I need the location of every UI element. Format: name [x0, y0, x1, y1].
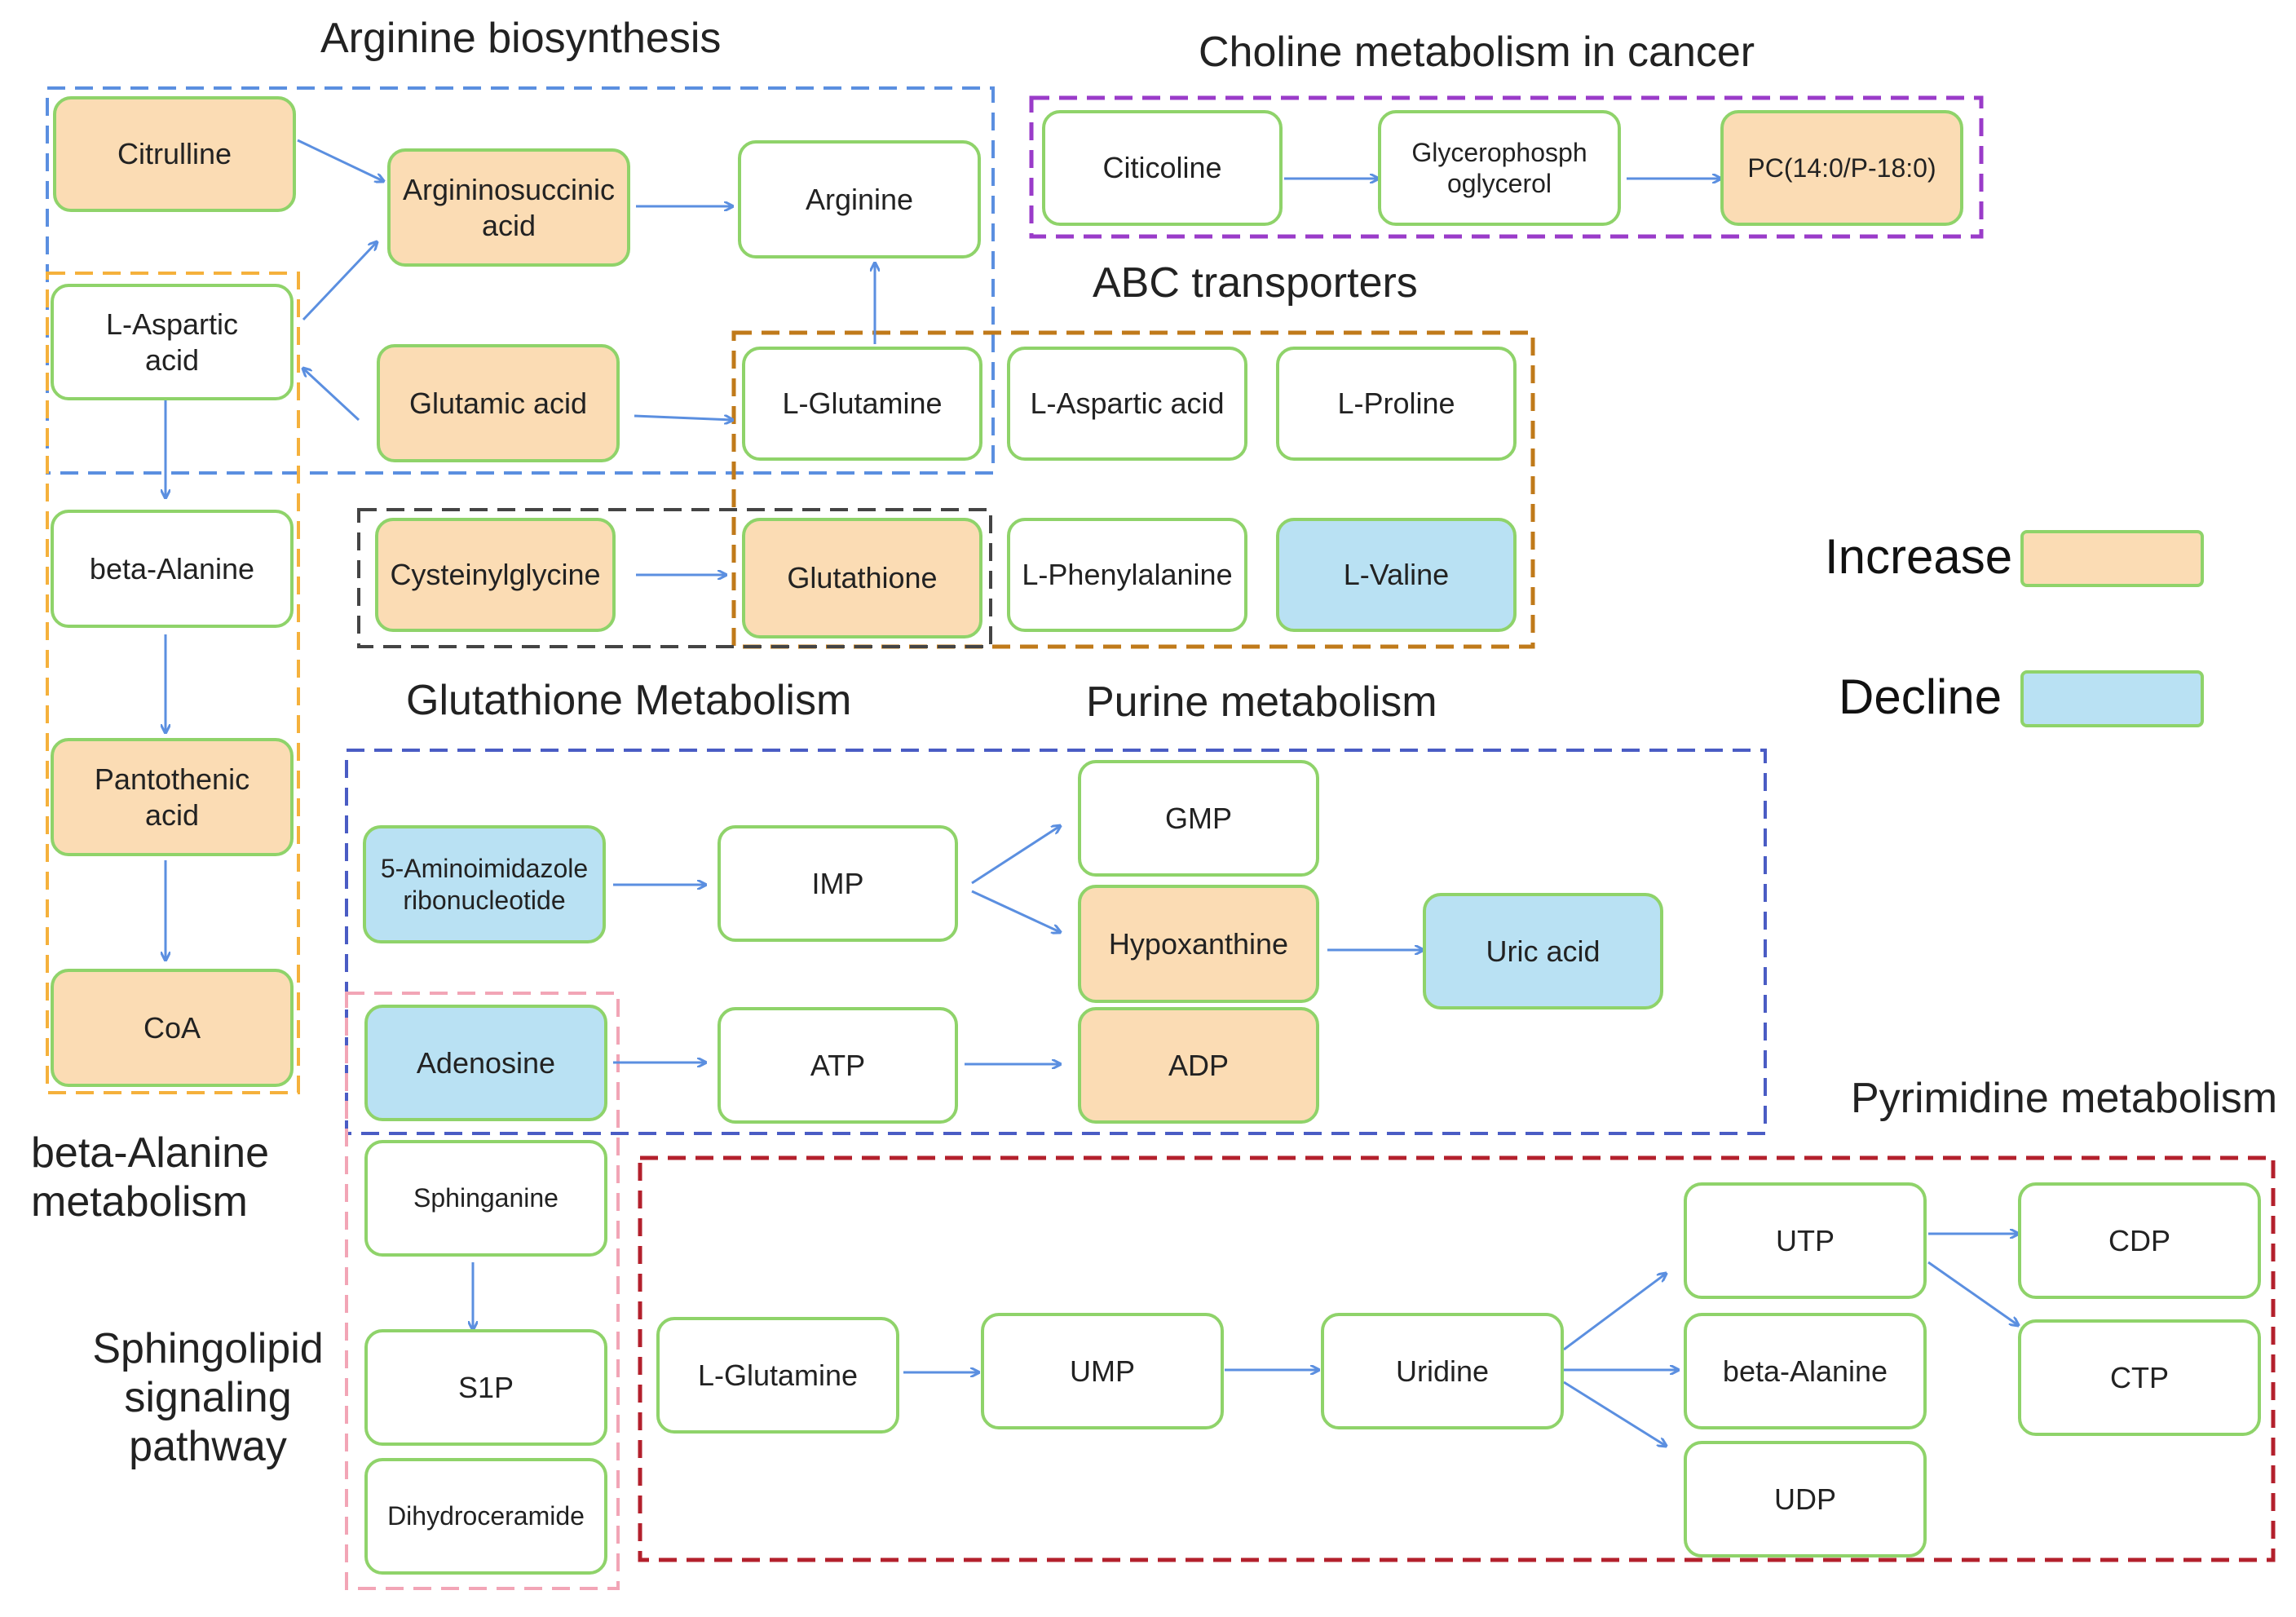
node-l-glutamine-abc: L-Glutamine [742, 347, 982, 461]
arrow-uridine-to-udp [1563, 1381, 1666, 1446]
node-glycerophosphoglycerol: Glycerophosph oglycerol [1378, 110, 1621, 226]
node-cysteinylglycine: Cysteinylglycine [375, 518, 616, 632]
sphingolipid-box [345, 992, 620, 1590]
title-glutathione-metabolism: Glutathione Metabolism [406, 677, 852, 724]
arrow-imp-to-hypoxanthine [971, 890, 1060, 932]
node-atp: ATP [718, 1007, 958, 1124]
legend-increase-swatch [2020, 530, 2204, 587]
node-adenosine: Adenosine [364, 1005, 607, 1121]
node-imp: IMP [718, 825, 958, 942]
node-citicoline: Citicoline [1042, 110, 1283, 226]
node-beta-alanine-pyrimidine: beta-Alanine [1684, 1313, 1927, 1429]
node-arginine: Arginine [738, 140, 981, 258]
node-uric-acid: Uric acid [1423, 893, 1663, 1010]
node-pc-14-0-p-18-0: PC(14:0/P-18:0) [1720, 110, 1963, 226]
node-gmp: GMP [1078, 760, 1319, 877]
node-hypoxanthine: Hypoxanthine [1078, 885, 1319, 1003]
node-l-aspartic-acid: L-Aspartic acid [51, 284, 294, 400]
title-abc-transporters: ABC transporters [1093, 259, 1418, 307]
node-uridine: Uridine [1321, 1313, 1564, 1429]
node-udp: UDP [1684, 1441, 1927, 1557]
node-l-glutamine-pyrimidine: L-Glutamine [656, 1317, 899, 1434]
title-beta-alanine-metabolism: beta-Alanine metabolism [31, 1129, 269, 1226]
purine-metabolism-box [345, 749, 1767, 1135]
legend-decline-label: Decline [1839, 669, 2002, 724]
arrow-glutamic-to-glutamine [634, 414, 732, 420]
glutathione-metabolism-box [357, 508, 992, 648]
node-citrulline: Citrulline [53, 96, 296, 212]
node-l-phenylalanine: L-Phenylalanine [1007, 518, 1247, 632]
arginine-biosynthesis-box [46, 86, 995, 475]
node-dihydroceramide: Dihydroceramide [364, 1458, 607, 1575]
node-l-aspartic-acid-abc: L-Aspartic acid [1007, 347, 1247, 461]
node-beta-alanine: beta-Alanine [51, 510, 294, 628]
node-l-valine: L-Valine [1276, 518, 1517, 632]
node-sphinganine: Sphinganine [364, 1140, 607, 1257]
choline-metabolism-box [1029, 95, 1984, 239]
node-l-proline: L-Proline [1276, 347, 1517, 461]
node-glutamic-acid: Glutamic acid [377, 344, 620, 462]
node-5-aminoimidazole-ribonucleotide: 5-Aminoimidazole ribonucleotide [363, 825, 606, 943]
legend-increase-label: Increase [1825, 529, 2013, 584]
node-ump: UMP [981, 1313, 1224, 1429]
node-cdp: CDP [2018, 1182, 2261, 1299]
node-coa: CoA [51, 969, 294, 1087]
arrow-utp-to-ctp [1927, 1261, 2018, 1325]
node-adp: ADP [1078, 1007, 1319, 1124]
arrow-citrulline-to-argininosuccinic [297, 139, 383, 181]
arrow-glutamic-to-aspartic [303, 369, 360, 422]
pyrimidine-metabolism-box [638, 1155, 2276, 1562]
title-sphingolipid-signaling: Sphingolipid signaling pathway [92, 1325, 324, 1470]
beta-alanine-box [46, 272, 300, 1094]
node-utp: UTP [1684, 1182, 1927, 1299]
title-purine-metabolism: Purine metabolism [1086, 678, 1437, 726]
abc-transporters-box [731, 330, 1535, 649]
title-choline-metabolism: Choline metabolism in cancer [1199, 29, 1755, 76]
node-argininosuccinic-acid: Argininosuccinic acid [387, 148, 630, 267]
legend-decline-swatch [2020, 670, 2204, 727]
title-pyrimidine-metabolism: Pyrimidine metabolism [1851, 1075, 2278, 1122]
arrow-aspartic-to-argininosuccinic [302, 242, 377, 321]
node-glutathione: Glutathione [742, 518, 982, 638]
node-s1p: S1P [364, 1329, 607, 1446]
arrow-imp-to-gmp [971, 826, 1060, 885]
node-pantothenic-acid: Pantothenic acid [51, 738, 294, 856]
arrow-uridine-to-utp [1563, 1274, 1666, 1351]
title-arginine-biosynthesis: Arginine biosynthesis [320, 15, 722, 62]
node-ctp: CTP [2018, 1319, 2261, 1436]
